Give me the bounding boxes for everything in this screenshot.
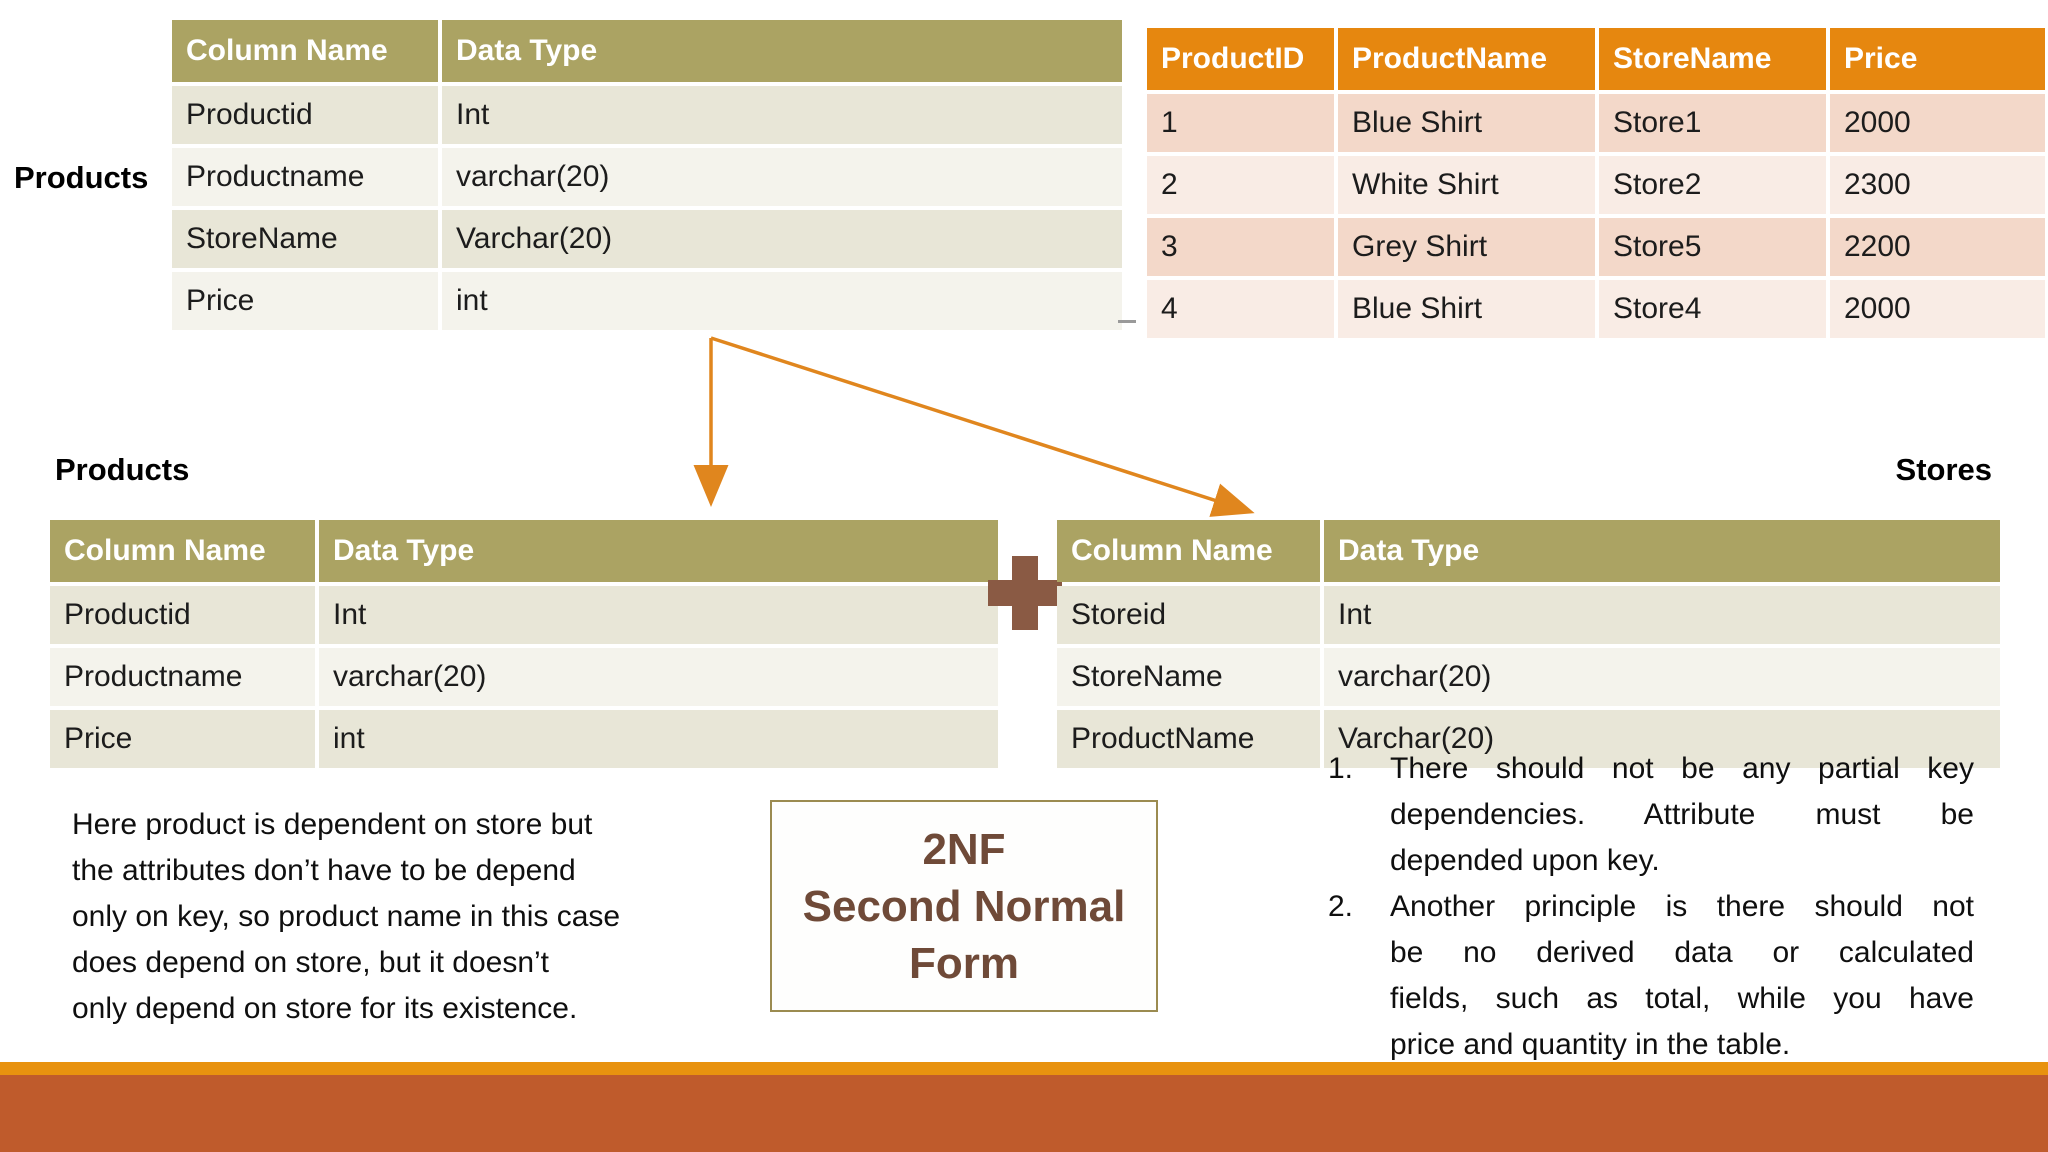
note-line: Here product is dependent on store but (72, 808, 593, 841)
list-line: dependencies. Attribute must be (1390, 798, 1974, 831)
table-cell: Varchar(20) (442, 210, 1122, 268)
table-cell: int (319, 710, 998, 768)
table-cell: Productname (50, 648, 315, 706)
column-header: Column Name (1057, 520, 1320, 582)
table-cell: StoreName (1057, 648, 1320, 706)
list-line: depended upon key. (1390, 844, 1660, 877)
list-number: 2. (1328, 890, 1354, 923)
table-cell: 2300 (1830, 156, 2045, 214)
table-cell: 4 (1147, 280, 1334, 338)
products-label-middle: Products (55, 452, 190, 487)
column-header: StoreName (1599, 28, 1826, 90)
note-line: only on key, so product name in this cas… (72, 900, 621, 933)
table-cell: 2 (1147, 156, 1334, 214)
note-line: the attributes don’t have to be depend (72, 854, 576, 887)
list-number: 1. (1328, 752, 1354, 785)
table-cell: 3 (1147, 218, 1334, 276)
stores-label: Stores (1895, 452, 1992, 487)
table-cell: White Shirt (1338, 156, 1595, 214)
footer-accent-bar (0, 1062, 2048, 1075)
table-cell: Blue Shirt (1338, 280, 1595, 338)
table-cell: ProductName (1057, 710, 1320, 768)
badge-line: Form (909, 938, 1019, 988)
column-header: ProductName (1338, 28, 1595, 90)
table-cell: Price (172, 272, 438, 330)
table-cell: Price (50, 710, 315, 768)
2nf-title-box: 2NF Second Normal Form (770, 800, 1158, 1012)
table-cell: varchar(20) (1324, 648, 2000, 706)
column-header: Data Type (442, 20, 1122, 82)
arrow-to-stores (710, 336, 1255, 517)
note-line: only depend on store for its existence. (72, 992, 578, 1025)
column-header: Price (1830, 28, 2045, 90)
table-cell: Int (319, 586, 998, 644)
table-cell: Int (442, 86, 1122, 144)
list-line: Another principle is there should not (1390, 890, 1974, 923)
list-line: fields, such as total, while you have (1390, 982, 1974, 1015)
list-item: 2. Another principle is there should not… (1328, 884, 1974, 1068)
table-cell: Grey Shirt (1338, 218, 1595, 276)
footer-bar (0, 1075, 2048, 1152)
list-line: price and quantity in the table. (1390, 1028, 1791, 1061)
list-text: There should not be any partial key depe… (1390, 746, 1974, 884)
table-cell: Int (1324, 586, 2000, 644)
table-cell: 2200 (1830, 218, 2045, 276)
explanation-note: Here product is dependent on store but t… (72, 802, 732, 1032)
dash-mark (1118, 320, 1136, 323)
table-cell: Productid (172, 86, 438, 144)
principles-list: 1. There should not be any partial key d… (1328, 746, 1974, 1068)
list-item: 1. There should not be any partial key d… (1328, 746, 1974, 884)
table-cell: StoreName (172, 210, 438, 268)
list-line: be no derived data or calculated (1390, 936, 1974, 969)
table-cell: varchar(20) (442, 148, 1122, 206)
badge-line: Second Normal (802, 881, 1126, 931)
plus-icon (988, 556, 1062, 630)
badge-line: 2NF (922, 824, 1006, 874)
products-2nf-schema-table: Column Name Data Type Productid Int Prod… (50, 520, 998, 768)
column-header: Data Type (1324, 520, 2000, 582)
table-cell: 2000 (1830, 94, 2045, 152)
table-cell: 2000 (1830, 280, 2045, 338)
products-full-schema-table: Column Name Data Type Productid Int Prod… (172, 20, 1122, 330)
column-header: Column Name (172, 20, 438, 82)
table-cell: varchar(20) (319, 648, 998, 706)
table-cell: int (442, 272, 1122, 330)
products-data-table: ProductID ProductName StoreName Price 1 … (1147, 28, 2045, 338)
table-cell: Varchar(20) (1324, 710, 2000, 768)
table-cell: Store2 (1599, 156, 1826, 214)
note-line: does depend on store, but it doesn’t (72, 946, 550, 979)
list-text: Another principle is there should not be… (1390, 884, 1974, 1068)
list-line: There should not be any partial key (1390, 752, 1974, 785)
column-header: Column Name (50, 520, 315, 582)
column-header: ProductID (1147, 28, 1334, 90)
table-cell: Productid (50, 586, 315, 644)
table-cell: Blue Shirt (1338, 94, 1595, 152)
table-cell: Store4 (1599, 280, 1826, 338)
table-cell: Storeid (1057, 586, 1320, 644)
table-cell: Productname (172, 148, 438, 206)
table-cell: 1 (1147, 94, 1334, 152)
stores-2nf-schema-table: Column Name Data Type Storeid Int StoreN… (1057, 520, 2000, 768)
table-cell: Store5 (1599, 218, 1826, 276)
table-cell: Store1 (1599, 94, 1826, 152)
column-header: Data Type (319, 520, 998, 582)
products-label-top: Products (14, 160, 149, 195)
